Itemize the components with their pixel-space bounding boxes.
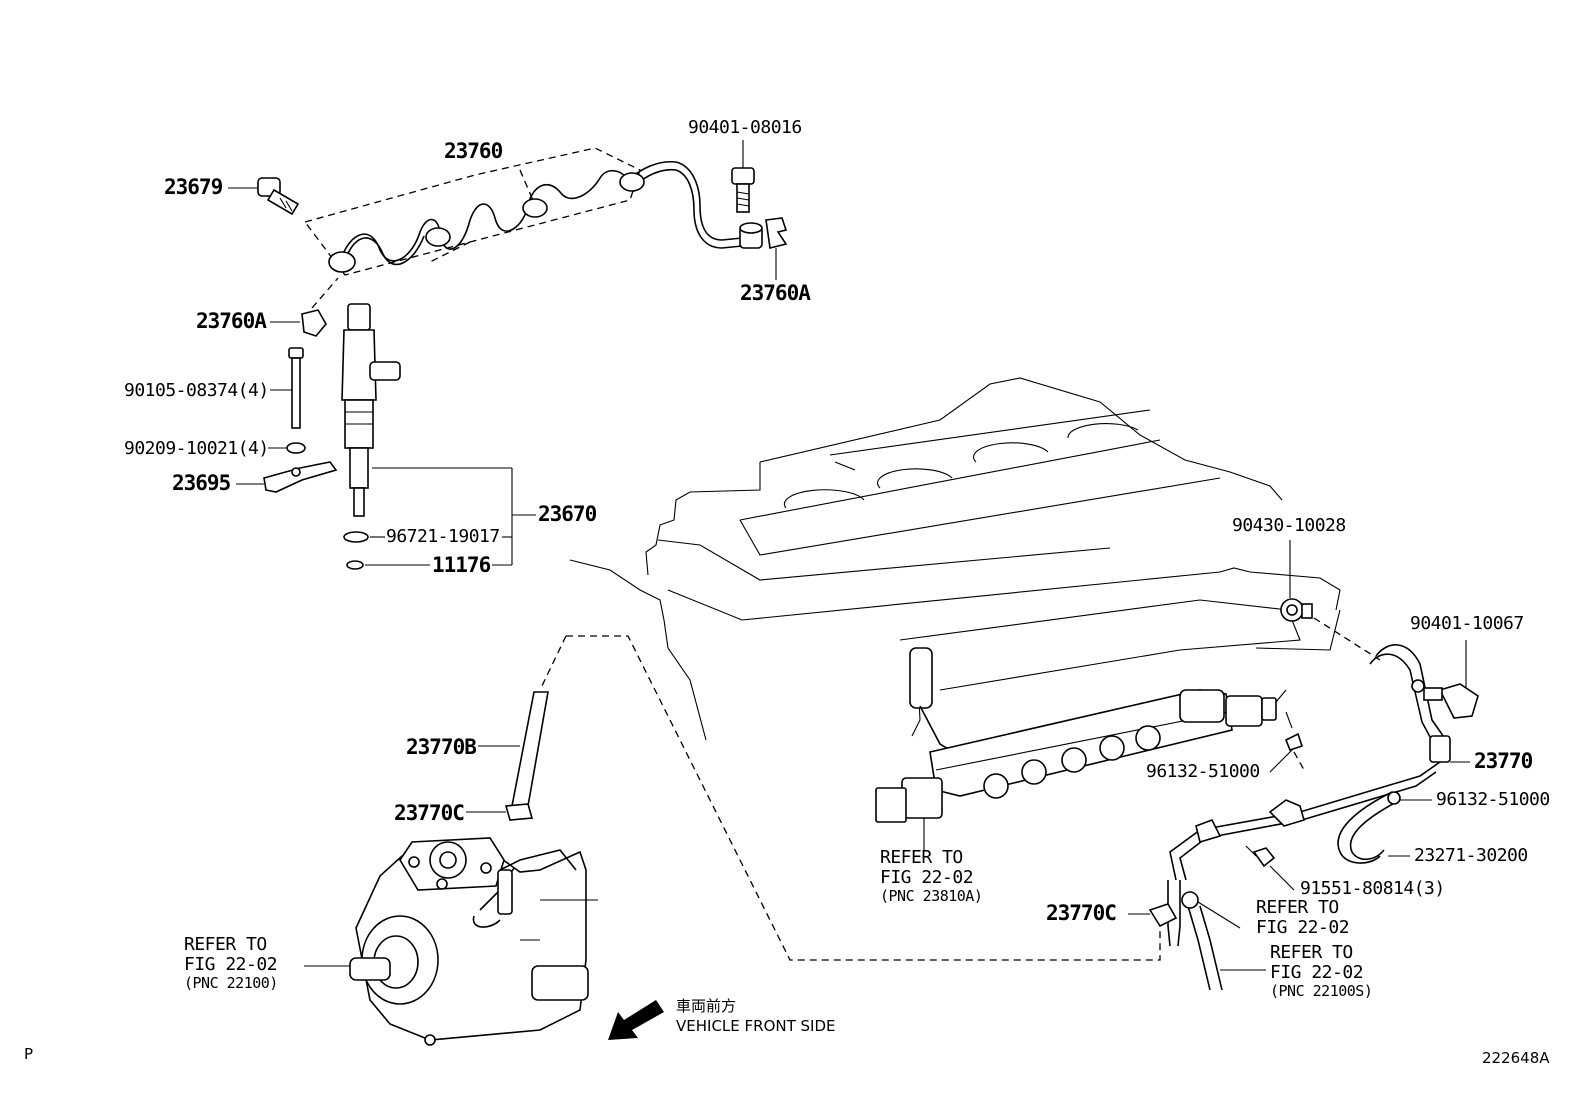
clip-96132-51000-b [1387,791,1432,805]
label-23271-30200: 23271-30200 [1414,845,1528,866]
reference-right-a-line2: FIG 22-02 [1256,917,1350,938]
fuel-return-pipe-23770 [1169,644,1470,881]
injector-23670 [341,303,536,570]
hold-down-bolt [268,347,306,454]
reference-rail-line1: REFER TO [880,847,963,868]
nozzle-clamp-23695 [236,461,338,493]
label-23770c-right: 23770C [1046,901,1117,925]
hose-23271-30200 [1337,791,1410,864]
supply-pump [304,837,598,1046]
label-11176: 11176 [432,553,491,577]
reference-right-b-line2: FIG 22-02 [1270,962,1364,983]
common-rail [875,647,1293,852]
reference-rail-line2: FIG 22-02 [880,867,974,888]
label-23670: 23670 [538,502,597,526]
return-hoses [1128,880,1266,991]
reference-rail-line3: (PNC 23810A) [880,887,983,905]
label-96132-51000-a: 96132-51000 [1146,761,1260,782]
label-96132-51000-b: 96132-51000 [1436,789,1550,810]
label-90430-10028: 90430-10028 [1232,515,1346,536]
reference-right-b-line3: (PNC 22100S) [1270,982,1373,1000]
plug-90430-10028 [1280,540,1381,661]
label-23695: 23695 [172,471,231,495]
reference-pump-line3: (PNC 22100) [184,974,278,992]
bolt-91551-80814 [1245,845,1295,891]
label-23770b: 23770B [406,735,477,759]
reference-right-a-line1: REFER TO [1256,897,1339,918]
label-90105-08374: 90105-08374(4) [124,380,269,401]
front-indicator-jp: 車両前方 [676,997,737,1015]
reference-pump: REFER TO FIG 22-02 (PNC 22100) [184,935,278,992]
front-arrow-icon [608,1000,664,1040]
hose-23770b [478,691,549,807]
clip-23770c-left [466,803,534,821]
clamp-23760a-left [270,277,339,337]
connection-dash [566,635,1161,961]
reference-pump-line2: FIG 22-02 [184,954,278,975]
bolt-90401-08016 [731,140,755,213]
figure-code: 222648A [1482,1049,1550,1067]
label-96721-19017: 96721-19017 [386,526,500,547]
reference-pump-line1: REFER TO [184,934,267,955]
clamp-23760a-top [765,217,788,280]
label-91551-80814: 91551-80814(3) [1300,878,1445,899]
reference-right-b: REFER TO FIG 22-02 (PNC 22100S) [1270,942,1373,1000]
reference-rail: REFER TO FIG 22-02 (PNC 23810A) [880,847,983,905]
injection-pipe-assembly [303,147,763,276]
label-23770: 23770 [1474,749,1533,773]
engine-outline [569,377,1341,741]
label-23770c-left: 23770C [394,801,465,825]
reference-right-a: REFER TO FIG 22-02 [1256,897,1350,938]
union-bolt-23679 [228,177,300,216]
label-23760: 23760 [444,139,503,163]
label-90401-10067: 90401-10067 [1410,613,1524,634]
corner-mark: P [24,1045,34,1063]
label-90401-08016: 90401-08016 [688,117,802,138]
front-indicator-en: VEHICLE FRONT SIDE [676,1017,836,1035]
label-23760a-top: 23760A [740,281,811,305]
reference-right-b-line1: REFER TO [1270,942,1353,963]
label-23760a-left: 23760A [196,309,267,333]
bolt-90401-10067 [1423,640,1479,719]
label-90209-10021: 90209-10021(4) [124,438,269,459]
clip-96132-51000-a [1269,732,1305,773]
label-23679: 23679 [164,175,223,199]
